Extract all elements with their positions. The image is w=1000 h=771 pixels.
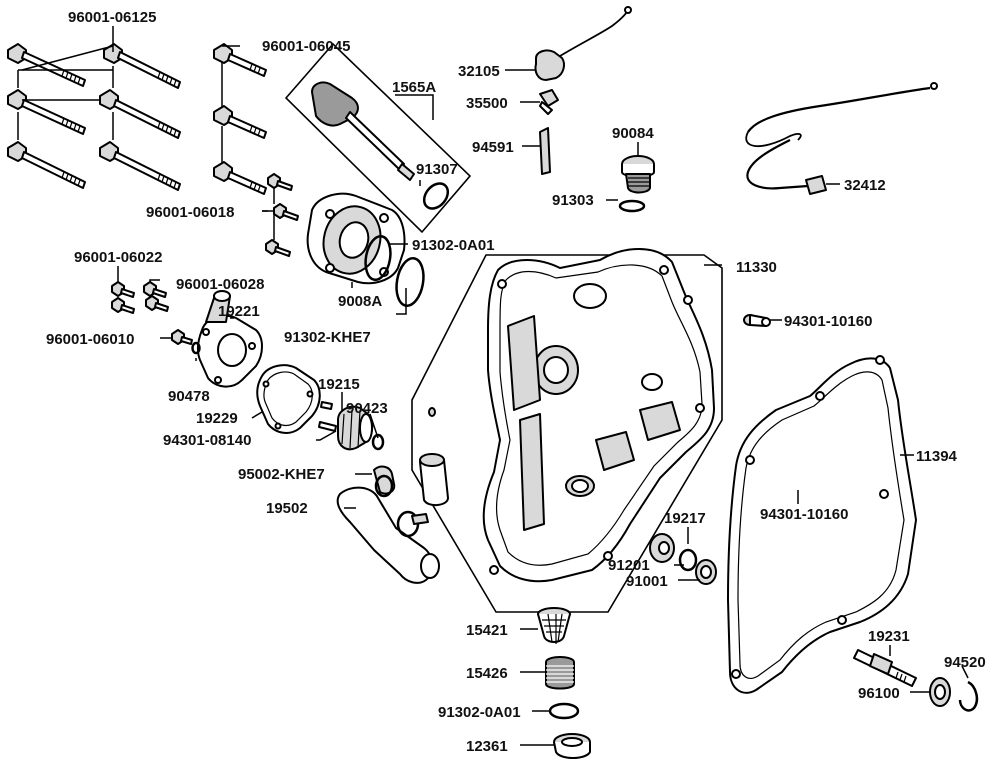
dipstick-assembly-1565A — [284, 42, 472, 234]
label-94520: 94520 — [944, 654, 986, 671]
label-11394: 11394 — [916, 448, 958, 465]
label-19217: 19217 — [664, 510, 706, 527]
part-labels: 96001-06125 96001-06045 1565A 91307 9600… — [46, 9, 986, 755]
screws-96001-06018 — [262, 173, 299, 257]
label-91302-KHE7: 91302-KHE7 — [284, 329, 371, 346]
label-94301-10160-a: 94301-10160 — [784, 313, 872, 330]
label-91302-0A01-bot: 91302-0A01 — [438, 704, 521, 721]
gasket-19229 — [256, 364, 321, 434]
cap-90084 — [618, 142, 655, 213]
label-96100: 96100 — [858, 685, 900, 702]
bolts-96001-06125 — [7, 26, 181, 191]
thermostat-housing-19221 — [191, 290, 263, 388]
label-96001-06125: 96001-06125 — [68, 9, 156, 26]
label-12361: 12361 — [466, 738, 508, 755]
label-96001-06022: 96001-06022 — [74, 249, 162, 266]
label-95002-KHE7: 95002-KHE7 — [238, 466, 325, 483]
plug-35500 — [539, 89, 559, 115]
bearing-set-19217 — [649, 527, 717, 585]
drain-plug-set — [537, 607, 591, 759]
label-90478: 90478 — [168, 388, 210, 405]
sensor-32105 — [534, 6, 632, 81]
label-91303: 91303 — [552, 192, 594, 209]
label-91201: 91201 — [608, 557, 650, 574]
label-90423: 90423 — [346, 400, 388, 417]
label-91302-0A01-top: 91302-0A01 — [412, 237, 495, 254]
label-15421: 15421 — [466, 622, 508, 639]
screws-96001-06022 — [111, 266, 169, 314]
label-32412: 32412 — [844, 177, 886, 194]
label-94301-08140: 94301-08140 — [163, 432, 251, 449]
screw-96001-06010 — [171, 329, 193, 345]
label-90084: 90084 — [612, 125, 654, 142]
label-19215: 19215 — [318, 376, 360, 393]
label-96001-06010: 96001-06010 — [46, 331, 134, 348]
pump-cover-9008A — [306, 192, 425, 315]
label-1565A: 1565A — [392, 79, 436, 96]
shaft-19231 — [853, 645, 979, 712]
label-11330: 11330 — [736, 259, 777, 276]
label-96001-06045: 96001-06045 — [262, 38, 350, 55]
label-19221: 19221 — [218, 303, 260, 320]
label-91307: 91307 — [416, 161, 458, 178]
label-19502: 19502 — [266, 500, 308, 517]
label-91001: 91001 — [626, 573, 668, 590]
label-15426: 15426 — [466, 665, 508, 682]
label-96001-06028: 96001-06028 — [176, 276, 264, 293]
hose-19502 — [336, 465, 440, 584]
label-32105: 32105 — [458, 63, 500, 80]
label-35500: 35500 — [466, 95, 508, 112]
cable-32412 — [745, 82, 938, 195]
callouts — [160, 69, 930, 746]
label-19229: 19229 — [196, 410, 238, 427]
crankcase-cover-11330 — [411, 248, 723, 613]
label-94591: 94591 — [472, 139, 514, 156]
label-96001-06018: 96001-06018 — [146, 204, 234, 221]
impeller-19215 — [316, 392, 385, 451]
bolts-96001-06045 — [213, 43, 267, 195]
gasket-11394 — [727, 355, 917, 694]
pin-94591 — [539, 127, 551, 175]
label-19231: 19231 — [868, 628, 910, 645]
label-9008A: 9008A — [338, 293, 382, 310]
label-94301-10160-b: 94301-10160 — [760, 506, 848, 523]
